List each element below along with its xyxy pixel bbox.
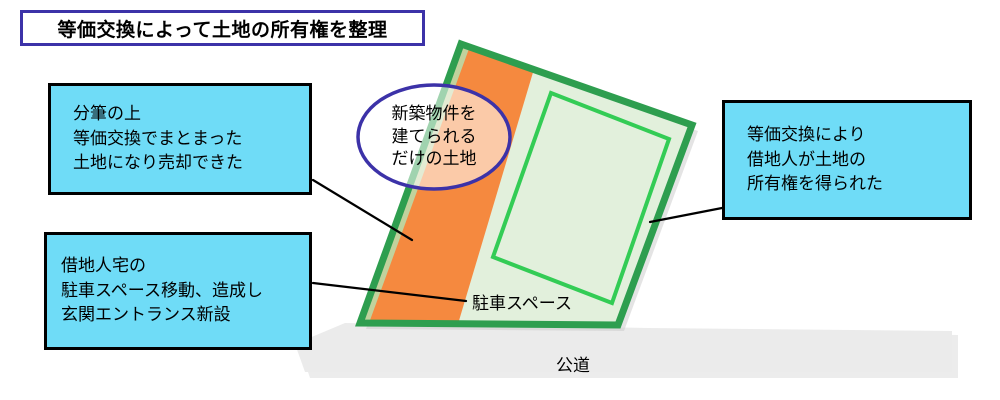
public-road-shape xyxy=(295,323,958,378)
building-footprint xyxy=(490,90,672,306)
leader-lines xyxy=(311,178,724,303)
callout-parking-line-1: 借地人宅の xyxy=(61,256,146,276)
callout-split-line-3: 土地になり売却できた xyxy=(73,153,243,173)
callout-parking-line-2: 駐車スペース移動、造成し xyxy=(61,280,263,300)
diagram-title-text: 等価交換によって土地の所有権を整理 xyxy=(57,19,388,41)
diagram-title-box: 等価交換によって土地の所有権を整理 xyxy=(20,10,425,46)
callout-ownership-line-2: 借地人が土地の xyxy=(747,149,866,169)
leader-line-split xyxy=(311,178,414,242)
leader-line-ownership xyxy=(648,206,724,224)
callout-ownership-line-3: 所有権を得られた xyxy=(747,174,883,194)
map-label-public-road: 公道 xyxy=(556,356,590,375)
callout-split-line-1: 分筆の上 xyxy=(73,104,141,124)
callout-box-parking[interactable]: 借地人宅の 駐車スペース移動、造成し 玄関エントランス新設 xyxy=(44,232,312,350)
callout-box-split[interactable]: 分筆の上 等価交換でまとまった 土地になり売却できた xyxy=(48,83,312,195)
ellipse-callout-shape xyxy=(356,83,512,191)
callout-box-ownership[interactable]: 等価交換により 借地人が土地の 所有権を得られた xyxy=(722,100,972,220)
leader-line-parking xyxy=(311,281,468,303)
callout-split-line-2: 等価交換でまとまった xyxy=(73,128,243,148)
map-label-parking-space: 駐車スペース xyxy=(472,294,572,313)
callout-parking-line-3: 玄関エントランス新設 xyxy=(61,305,231,325)
callout-ownership-line-1: 等価交換により xyxy=(747,125,866,145)
